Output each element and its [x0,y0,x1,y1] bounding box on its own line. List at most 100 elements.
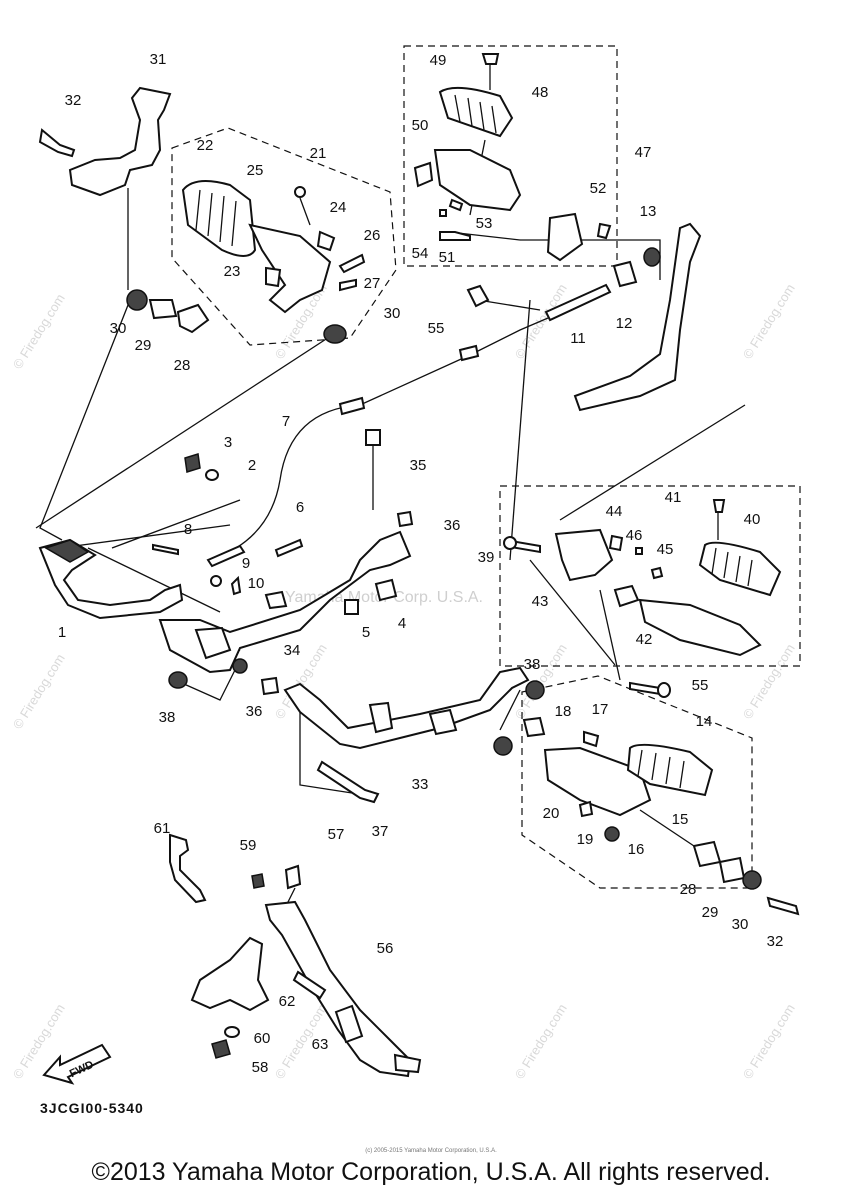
footrest-15 [543,746,652,817]
copyright-notice: ©2013 Yamaha Motor Corporation, U.S.A. A… [91,1158,771,1186]
part-number-labels: 1234567891011121314151617181920212223242… [58,51,784,1076]
part-number-48: 48 [532,84,549,101]
watermark: © Firedog.com [740,641,798,721]
part-number-61: 61 [154,820,171,837]
part-number-30: 30 [732,916,749,933]
pivot-bar-33 [283,666,530,750]
footrest-bracket-47 [433,149,522,212]
spring-62 [292,970,327,1000]
part-number-11: 11 [570,330,586,347]
fwd-arrow: FWD [40,1035,120,1090]
part-number-13: 13 [640,203,657,220]
part-number-3: 3 [224,434,232,451]
watermark: © Firedog.com [512,1001,570,1081]
part-number-45: 45 [657,541,674,558]
part-number-21: 21 [310,145,327,162]
stand-bracket [190,936,270,1012]
footrest-21 [248,223,332,314]
part-number-35: 35 [410,457,427,474]
part-number-30: 30 [384,305,401,322]
part-number-55: 55 [692,677,709,694]
part-number-36: 36 [444,517,461,534]
leader-lines [35,139,746,851]
part-number-59: 59 [240,837,257,854]
part-number-47: 47 [635,144,652,161]
part-number-24: 24 [330,199,347,216]
part-number-15: 15 [672,811,689,828]
part-number-12: 12 [616,315,633,332]
watermark: © Firedog.com [740,281,798,361]
part-number-25: 25 [247,162,264,179]
part-number-39: 39 [478,549,495,566]
part-number-57: 57 [328,826,345,843]
part-number-53: 53 [476,215,493,232]
part-number-42: 42 [636,631,653,648]
part-number-37: 37 [372,823,389,840]
watermark: © Firedog.com [10,291,68,371]
part-number-36: 36 [246,703,263,720]
part-number-1: 1 [58,624,66,641]
watermarks: © Firedog.com © Firedog.com © Firedog.co… [10,281,798,1081]
part-number-5: 5 [362,624,370,641]
part-number-60: 60 [254,1030,271,1047]
part-number-38: 38 [524,656,541,673]
part-number-16: 16 [628,841,645,858]
part-number-62: 62 [279,993,296,1010]
part-number-46: 46 [626,527,643,544]
watermark: © Firedog.com [740,1001,798,1081]
part-number-33: 33 [412,776,429,793]
part-number-55: 55 [428,320,445,337]
part-number-28: 28 [174,357,191,374]
part-number-56: 56 [377,940,394,957]
part-number-8: 8 [184,521,192,538]
bracket-31 [68,86,172,197]
sidestand-56 [264,900,412,1078]
footrest-rubber-22 [181,180,257,257]
part-number-17: 17 [592,701,609,718]
spring-11 [544,283,612,322]
part-number-49: 49 [430,52,447,69]
part-number-52: 52 [590,180,607,197]
part-number-27: 27 [364,275,381,292]
footrest-42 [638,598,762,657]
part-number-51: 51 [439,249,456,266]
part-number-41: 41 [665,489,682,506]
part-number-29: 29 [135,337,152,354]
part-number-34: 34 [284,642,301,659]
diagram-code: 3JCGI00-5340 [40,1100,144,1116]
spring-hook-61 [169,833,207,904]
part-number-14: 14 [696,713,713,730]
footrest-rubber-40 [698,541,782,597]
part-number-58: 58 [252,1059,269,1076]
bracket-right [573,222,702,412]
part-number-10: 10 [248,575,265,592]
part-number-54: 54 [412,245,429,262]
footrest-rubber-48 [438,86,514,138]
part-number-40: 40 [744,511,761,528]
part-number-38: 38 [159,709,176,726]
part-number-19: 19 [577,831,594,848]
part-number-63: 63 [312,1036,329,1053]
bolt-32 [38,128,76,158]
part-number-23: 23 [224,263,241,280]
part-number-30: 30 [110,320,127,337]
part-number-32: 32 [767,933,784,950]
fine-print: (c) 2005-2015 Yamaha Motor Corporation, … [365,1148,497,1154]
part-number-4: 4 [398,615,406,632]
part-number-44: 44 [606,503,623,520]
part-number-9: 9 [242,555,250,572]
part-number-26: 26 [364,227,381,244]
part-number-50: 50 [412,117,429,134]
part-number-31: 31 [150,51,167,68]
part-number-18: 18 [555,703,572,720]
part-number-32: 32 [65,92,82,109]
footrest-rubber-14 [626,743,714,797]
part-shapes [38,53,800,1078]
part-number-29: 29 [702,904,719,921]
part-number-6: 6 [296,499,304,516]
part-number-43: 43 [532,593,549,610]
part-number-22: 22 [197,137,214,154]
part-number-2: 2 [248,457,256,474]
part-number-20: 20 [543,805,560,822]
